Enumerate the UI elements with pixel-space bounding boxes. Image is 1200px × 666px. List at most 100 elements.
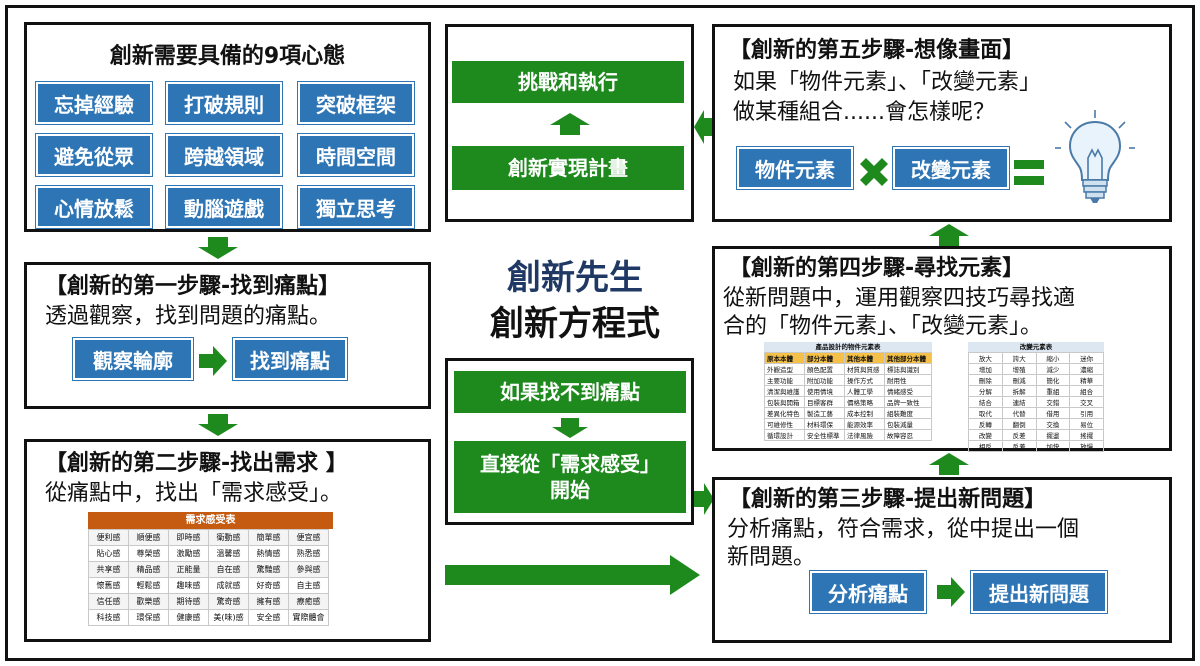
table-cell: 自在感 bbox=[208, 561, 249, 578]
mindset-item[interactable]: 避免從眾 bbox=[36, 134, 152, 176]
if-no-pain-point-button[interactable]: 如果找不到痛點 bbox=[454, 371, 686, 413]
change-element-button[interactable]: 改變元素 bbox=[893, 147, 1009, 189]
multiply-icon bbox=[860, 158, 888, 186]
table-cell: 重組 bbox=[1035, 385, 1071, 397]
table-cell: 循環設計 bbox=[763, 429, 806, 441]
outer-frame bbox=[5, 5, 1195, 661]
arrow-up-icon bbox=[929, 224, 969, 246]
table-cell: 交叉 bbox=[1069, 396, 1104, 408]
step3-line2: 新問題。 bbox=[727, 545, 816, 570]
analyze-pain-point-button[interactable]: 分析痛點 bbox=[810, 571, 926, 613]
table-cell: 驚豔感 bbox=[248, 561, 289, 578]
table-row: 放大誇大縮小迷你 bbox=[968, 352, 1104, 364]
table-cell: 主要功能 bbox=[763, 374, 806, 386]
step4-title: 【創新的第四步驟-尋找元素】 bbox=[729, 256, 1025, 281]
mindset-item[interactable]: 動腦遊戲 bbox=[166, 186, 282, 228]
object-element-table: 產品設計的物件元素表 原本本體部分本體其他本體其他部分本體外觀造型顏色配置材質與… bbox=[763, 342, 932, 441]
table-cell: 材質與質感 bbox=[844, 363, 886, 375]
table-row: 分解拆解重組組合 bbox=[968, 385, 1104, 397]
object-table-grid: 原本本體部分本體其他本體其他部分本體外觀造型顏色配置材質與質感標誌與識別主要功能… bbox=[763, 352, 932, 441]
table-cell: 即時感 bbox=[168, 529, 209, 546]
table-header-cell: 其他部分本體 bbox=[884, 352, 932, 364]
table-cell: 使用情境 bbox=[804, 385, 846, 397]
arrow-up-icon bbox=[550, 113, 590, 135]
propose-new-question-button[interactable]: 提出新問題 bbox=[971, 571, 1107, 613]
table-cell: 差異化特色 bbox=[763, 407, 806, 419]
table-row: 外觀造型顏色配置材質與質感標誌與識別 bbox=[763, 363, 932, 375]
table-row: 反轉翻倒交換易位 bbox=[968, 418, 1104, 430]
table-cell: 刪除 bbox=[968, 374, 1003, 386]
table-cell: 減少 bbox=[1035, 363, 1071, 375]
innovation-plan-button[interactable]: 創新實現計畫 bbox=[452, 146, 684, 190]
demand-table-title: 需求感受表 bbox=[88, 512, 333, 529]
step5-title: 【創新的第五步驟-想像畫面】 bbox=[729, 38, 1025, 63]
table-cell: 信任感 bbox=[88, 593, 129, 610]
table-cell: 反轉 bbox=[968, 418, 1003, 430]
observe-outline-button[interactable]: 觀察輪廓 bbox=[73, 338, 193, 380]
table-row: 取代代替借用引用 bbox=[968, 407, 1104, 419]
lightbulb-icon bbox=[1055, 110, 1135, 203]
mindset-item[interactable]: 跨越領域 bbox=[166, 134, 282, 176]
table-cell: 期待感 bbox=[168, 593, 209, 610]
demand-table-grid: 便利感順便感即時感衛動感簡單感便宜感貼心感尊榮感激勵感溫馨感熱情感熟悉感共享感精… bbox=[88, 529, 329, 626]
find-pain-point-button[interactable]: 找到痛點 bbox=[233, 338, 347, 380]
table-row: 刪除刪減簡化精華 bbox=[968, 374, 1104, 386]
start-from-demand-button[interactable]: 直接從「需求感受」開始 bbox=[454, 441, 686, 513]
table-cell: 熱情感 bbox=[248, 545, 289, 562]
table-cell: 簡單感 bbox=[248, 529, 289, 546]
mindset-item[interactable]: 時間空間 bbox=[298, 134, 414, 176]
mindset-item[interactable]: 獨立思考 bbox=[298, 186, 414, 228]
step1-desc: 透過觀察，找到問題的痛點。 bbox=[45, 304, 332, 329]
table-row: 改變反差擺盪搖擺 bbox=[968, 429, 1104, 441]
table-cell: 拆解 bbox=[1001, 385, 1037, 397]
step1-title: 【創新的第一步驟-找到痛點】 bbox=[45, 274, 341, 299]
arrow-down-icon bbox=[198, 237, 238, 259]
table-cell: 價格策略 bbox=[844, 396, 886, 408]
step1-box: 【創新的第一步驟-找到痛點】 透過觀察，找到問題的痛點。 bbox=[24, 262, 431, 409]
table-cell: 懷舊感 bbox=[88, 577, 129, 594]
table-cell: 增殖 bbox=[1001, 363, 1037, 375]
table-cell: 包裝與開箱 bbox=[763, 396, 806, 408]
table-cell: 連結 bbox=[1001, 396, 1037, 408]
center-title-2: 創新方程式 bbox=[490, 304, 660, 344]
table-cell: 取代 bbox=[968, 407, 1003, 419]
table-cell: 療癒感 bbox=[288, 593, 329, 610]
table-cell: 尊榮感 bbox=[128, 545, 169, 562]
table-cell: 順便感 bbox=[128, 529, 169, 546]
table-cell: 精品感 bbox=[128, 561, 169, 578]
mindset-item[interactable]: 心情放鬆 bbox=[36, 186, 152, 228]
mindset-item[interactable]: 突破框架 bbox=[298, 82, 414, 124]
table-cell: 易位 bbox=[1069, 418, 1104, 430]
table-cell: 美(味)感 bbox=[208, 609, 249, 626]
change-table-title: 改變元素表 bbox=[968, 342, 1104, 352]
table-cell: 借用 bbox=[1035, 407, 1071, 419]
table-cell: 激勵感 bbox=[168, 545, 209, 562]
table-cell: 人體工學 bbox=[844, 385, 886, 397]
table-cell: 趣味感 bbox=[168, 577, 209, 594]
arrow-down-icon bbox=[198, 414, 238, 436]
object-element-button[interactable]: 物件元素 bbox=[737, 147, 853, 189]
table-cell: 便利感 bbox=[88, 529, 129, 546]
table-header-cell: 原本本體 bbox=[763, 352, 806, 364]
arrow-up-icon bbox=[929, 453, 969, 475]
table-cell: 材料環保 bbox=[804, 418, 846, 430]
table-cell: 安全感 bbox=[248, 609, 289, 626]
table-cell: 品牌一致性 bbox=[884, 396, 932, 408]
table-cell: 包裝減量 bbox=[884, 418, 932, 430]
table-cell: 交錯 bbox=[1035, 396, 1071, 408]
challenge-execute-button[interactable]: 挑戰和執行 bbox=[452, 61, 684, 103]
equals-icon bbox=[1014, 160, 1044, 185]
table-cell: 貼心感 bbox=[88, 545, 129, 562]
table-row: 信任感歡樂感期待感驚奇感擁有感療癒感 bbox=[88, 593, 329, 610]
step3-title: 【創新的第三步驟-提出新問題】 bbox=[729, 487, 1047, 512]
table-cell: 組裝難度 bbox=[884, 407, 932, 419]
table-cell: 刪減 bbox=[1001, 374, 1037, 386]
table-cell: 顏色配置 bbox=[804, 363, 846, 375]
table-cell: 分解 bbox=[968, 385, 1003, 397]
table-cell: 科技感 bbox=[88, 609, 129, 626]
table-cell: 製造工藝 bbox=[804, 407, 846, 419]
mindset-item[interactable]: 忘掉經驗 bbox=[36, 82, 152, 124]
table-cell: 驚奇感 bbox=[208, 593, 249, 610]
arrow-right-icon bbox=[694, 483, 714, 515]
mindset-item[interactable]: 打破規則 bbox=[166, 82, 282, 124]
